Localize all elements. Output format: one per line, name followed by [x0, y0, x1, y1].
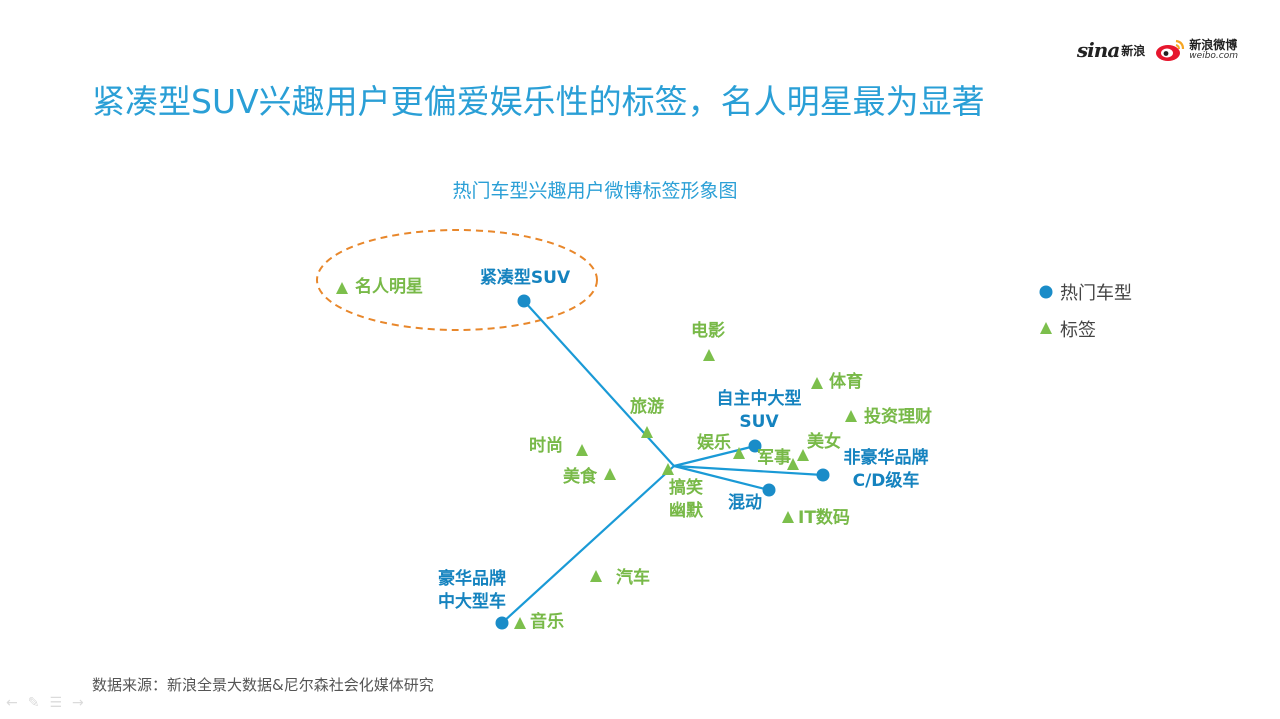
- tag-label-humor-line2: 幽默: [669, 501, 704, 521]
- car-label-domestic-large-suv-line2: SUV: [739, 412, 779, 432]
- sina-logo: sina 新浪: [1077, 38, 1145, 62]
- tag-label-movie: 电影: [691, 320, 725, 341]
- menu-icon[interactable]: ☰: [49, 695, 63, 711]
- car-label-cd-class-car-line1: 非豪华品牌: [844, 447, 929, 468]
- edge-cd-class-car: [673, 464, 824, 477]
- diagram-subtitle: 热门车型兴趣用户微博标签形象图: [452, 180, 738, 202]
- car-model-nodes: [495, 294, 830, 630]
- tag-node-military: [787, 458, 799, 470]
- slide-nav-controls[interactable]: ← ✎ ☰ →: [6, 695, 84, 711]
- edge-hybrid: [673, 464, 770, 492]
- tag-label-military: 军事: [757, 448, 791, 468]
- car-label-compact-suv: 紧凑型SUV: [480, 267, 571, 288]
- car-node-cd-class-car: [816, 468, 830, 482]
- tag-label-beauty: 美女: [807, 431, 841, 452]
- tag-node-fashion: [576, 444, 588, 456]
- tag-node-food: [604, 468, 616, 480]
- weibo-eye-icon: [1156, 39, 1185, 61]
- tag-node-entertainment: [733, 447, 745, 459]
- tag-node-sports: [811, 377, 823, 389]
- car-model-labels: 紧凑型SUV 自主中大型 SUV 非豪华品牌 C/D级车 混动 豪华品牌 中大型…: [438, 267, 929, 612]
- car-node-luxury-large-car: [495, 616, 509, 630]
- car-node-hybrid: [762, 483, 776, 497]
- tag-label-it-digital: IT数码: [798, 507, 850, 528]
- tag-node-beauty: [797, 449, 809, 461]
- tag-label-entertainment: 娱乐: [697, 432, 731, 453]
- sina-wordmark: sina: [1076, 38, 1120, 62]
- tag-node-celebrity: [336, 282, 348, 294]
- legend-tag-marker: [1040, 322, 1052, 334]
- tag-label-fashion: 时尚: [529, 435, 563, 456]
- tag-node-movie: [703, 349, 715, 361]
- legend-car-label: 热门车型: [1060, 283, 1132, 304]
- tag-label-humor-line1: 搞笑: [669, 477, 703, 498]
- highlight-ellipse: [316, 229, 598, 331]
- tag-label-food: 美食: [563, 466, 598, 487]
- tag-node-travel: [641, 426, 653, 438]
- tag-label-travel: 旅游: [630, 396, 664, 417]
- data-source-note: 数据来源：新浪全景大数据&尼尔森社会化媒体研究: [92, 676, 434, 694]
- tag-node-it-digital: [782, 511, 794, 523]
- weibo-cn-label: 新浪微博: [1189, 37, 1238, 52]
- car-label-luxury-large-car-line2: 中大型车: [438, 591, 506, 612]
- car-node-compact-suv: [517, 294, 531, 308]
- edge-luxury-large-car: [501, 465, 675, 624]
- tag-node-humor: [662, 463, 674, 475]
- edge-domestic-large-suv: [673, 444, 756, 468]
- legend-car-marker: [1039, 285, 1053, 299]
- car-node-domestic-large-suv: [748, 439, 762, 453]
- edge-compact-suv: [523, 300, 675, 467]
- weibo-logo: 新浪微博 weibo.com: [1155, 38, 1238, 62]
- car-label-cd-class-car-line2: C/D级车: [853, 470, 920, 491]
- tag-node-music: [514, 617, 526, 629]
- back-arrow-icon[interactable]: ←: [6, 695, 18, 711]
- tag-nodes: [336, 282, 857, 629]
- tag-label-music: 音乐: [530, 611, 564, 632]
- car-label-domestic-large-suv-line1: 自主中大型: [717, 388, 802, 409]
- page-title: 紧凑型SUV兴趣用户更偏爱娱乐性的标签，名人明星最为显著: [92, 82, 985, 121]
- sina-cn-label: 新浪: [1121, 43, 1146, 58]
- legend: 热门车型 标签: [1039, 283, 1132, 341]
- brand-logos: sina 新浪 新浪微博 weibo.com: [1077, 38, 1238, 62]
- tag-label-auto: 汽车: [616, 567, 650, 588]
- tag-node-investment: [845, 410, 857, 422]
- pen-icon[interactable]: ✎: [27, 695, 40, 711]
- car-label-luxury-large-car-line1: 豪华品牌: [438, 568, 506, 589]
- legend-tag-label: 标签: [1060, 320, 1096, 341]
- connector-lines: [501, 300, 824, 624]
- tag-node-auto: [590, 570, 602, 582]
- weibo-url: weibo.com: [1189, 50, 1238, 61]
- tag-labels: 名人明星 电影 体育 投资理财 旅游 娱乐 美女 军事 时尚 美食 搞笑 幽默 …: [355, 276, 932, 632]
- tag-label-celebrity: 名人明星: [355, 276, 423, 297]
- tag-label-investment: 投资理财: [864, 406, 932, 427]
- forward-arrow-icon[interactable]: →: [72, 695, 84, 711]
- car-label-hybrid: 混动: [728, 493, 762, 513]
- tag-label-sports: 体育: [829, 371, 863, 392]
